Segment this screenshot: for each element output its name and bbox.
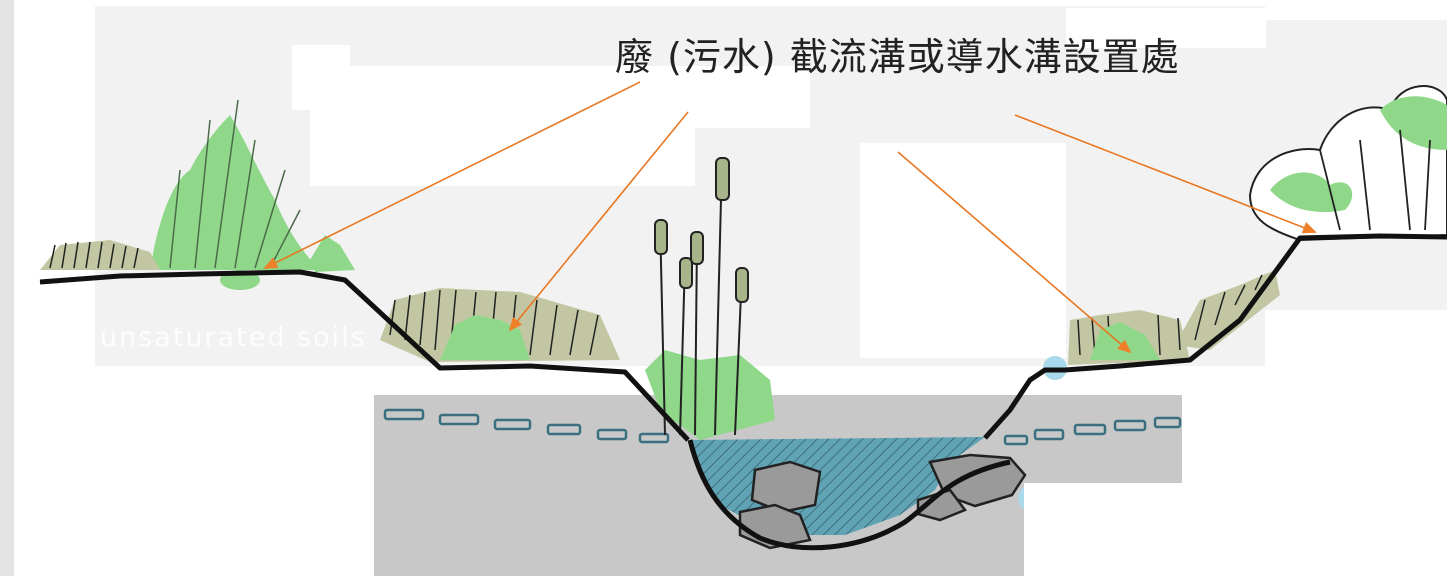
- tall-grass-left: [150, 99, 320, 290]
- water-table-dashes: [383, 408, 1182, 446]
- callout-arrows: [263, 81, 1317, 354]
- cattails: [645, 157, 775, 440]
- ground-profile: [39, 233, 1447, 442]
- callout-title: 廢 (污水) 截流溝或導水溝設置處: [615, 35, 1180, 79]
- arrow-to-right-upper-bank: [1014, 114, 1317, 234]
- shrubs-mid-left: [380, 288, 620, 362]
- low-shrub-left-bank: [40, 235, 355, 272]
- arrow-to-right-mid-bank: [897, 151, 1132, 354]
- arrow-to-left-mid-bank: [508, 111, 689, 332]
- trees-right: [1248, 85, 1447, 242]
- soil-zone-label: unsaturated soils: [100, 322, 367, 353]
- arrow-to-left-upper-bank: [263, 81, 641, 269]
- streambed-outline: [687, 439, 1011, 551]
